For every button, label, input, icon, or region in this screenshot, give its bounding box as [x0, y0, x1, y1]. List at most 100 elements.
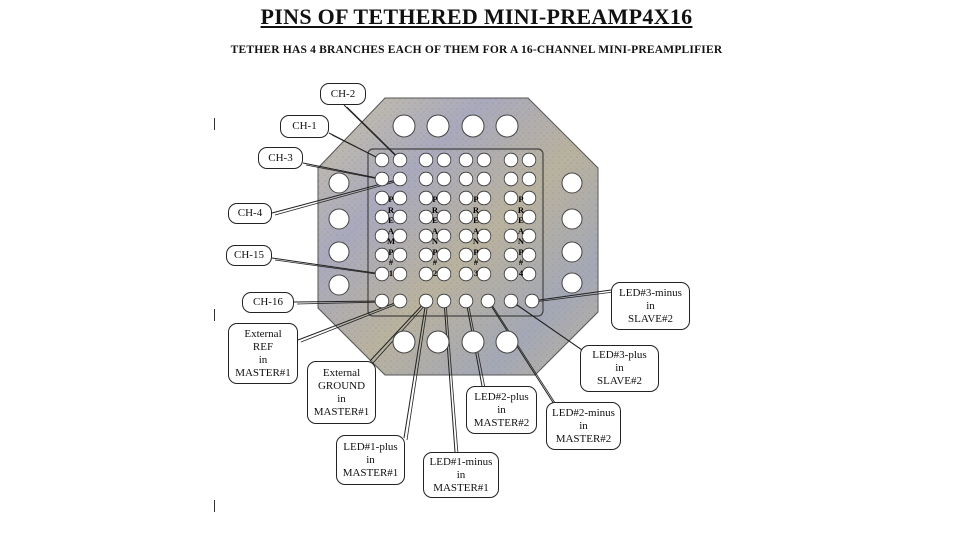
leader-ch-15-b [274, 259, 385, 276]
pin-r4-c8 [521, 209, 537, 225]
pin-r2-c8 [521, 171, 537, 187]
preamp-label-letter: A [517, 225, 525, 236]
mounting-hole-1 [392, 114, 416, 138]
pin-r3-c3 [418, 190, 434, 206]
preamp-label-letter: P [432, 246, 438, 257]
preamp-label-letter: E [473, 215, 479, 225]
mounting-hole-11 [328, 241, 350, 263]
callout-text: SLAVE#2 [596, 375, 643, 387]
mounting-holes [328, 114, 583, 354]
pin-grid [374, 152, 540, 309]
preamp-label-letter: P [473, 246, 479, 257]
pin-bottom-7 [503, 293, 519, 309]
pin-r7-c6 [476, 266, 492, 282]
preamp-label-letter: A [431, 225, 439, 236]
pin-r4-c7 [503, 209, 519, 225]
callout-ch-16: CH-16 [242, 292, 294, 313]
pin-r3-c7 [503, 190, 519, 206]
preamp-label-letter: P [518, 194, 524, 204]
leader-ch-15 [271, 257, 383, 275]
pin-r6-c3 [418, 247, 434, 263]
leader-led2-minus [487, 300, 555, 405]
leader-ch-3 [302, 162, 383, 180]
pin-r1-c1 [374, 152, 390, 168]
pin-r7-c3 [418, 266, 434, 282]
callout-text: in [337, 392, 346, 405]
pin-r7-c4 [436, 266, 452, 282]
leader-ch-3-b [305, 164, 385, 181]
leader-led1-minus-b [445, 301, 459, 455]
pin-r4-c2 [392, 209, 408, 225]
mounting-hole-7 [461, 330, 485, 354]
leader-ext-ref-b [300, 301, 403, 343]
pin-bottom-4 [436, 293, 452, 309]
preamp-label-letter: 4 [518, 267, 524, 278]
preamp-label-letter: P [388, 194, 394, 204]
mounting-hole-3 [461, 114, 485, 138]
preamp-label-letter: # [388, 257, 394, 267]
pin-bottom-3 [418, 293, 434, 309]
pin-r1-c3 [418, 152, 434, 168]
preamp-label-letter: P [432, 194, 438, 204]
callout-ch-2: CH-2 [320, 83, 366, 105]
callout-text: MASTER#2 [555, 432, 612, 445]
leader-led2-minus-b [489, 301, 558, 407]
callout-text: LED#2-plus [474, 390, 529, 403]
pin-bottom-2 [392, 293, 408, 309]
leader-ch-2-b [346, 106, 403, 162]
leader-ch-2 [343, 104, 401, 161]
preamp-label-letter: P [518, 246, 524, 257]
preamp-label-letter: R [472, 204, 480, 215]
pin-r4-c6 [476, 209, 492, 225]
preamp-label-letter: # [473, 257, 479, 267]
mounting-hole-8 [495, 330, 519, 354]
pin-r2-c2 [392, 171, 408, 187]
callout-text: in [456, 468, 466, 481]
pin-r7-c7 [503, 266, 519, 282]
pin-r5-c8 [521, 228, 537, 244]
pin-r2-c1 [374, 171, 390, 187]
pin-r5-c3 [418, 228, 434, 244]
callout-text: REF [252, 340, 274, 353]
callout-text: LED#3-plus [592, 349, 647, 361]
pin-r6-c7 [503, 247, 519, 263]
pin-r7-c8 [521, 266, 537, 282]
callout-text: CH-15 [234, 249, 264, 261]
pin-r6-c2 [392, 247, 408, 263]
preamp-label-letter: 1 [388, 267, 394, 278]
preamp-label-letter: E [388, 215, 394, 225]
pin-r6-c8 [521, 247, 537, 263]
mounting-hole-4 [495, 114, 519, 138]
callout-text: SLAVE#2 [627, 312, 674, 325]
callout-text: LED#3-minus [619, 286, 682, 299]
pin-bottom-1 [374, 293, 390, 309]
pin-r5-c5 [458, 228, 474, 244]
mounting-hole-5 [392, 330, 416, 354]
pin-r1-c5 [458, 152, 474, 168]
pin-r4-c1 [374, 209, 390, 225]
pin-r7-c2 [392, 266, 408, 282]
pin-r5-c4 [436, 228, 452, 244]
margin-mark [214, 118, 215, 130]
preamp-label-letter: N [472, 236, 480, 246]
preamp-label-letter: 3 [473, 267, 479, 278]
pin-bottom-8 [524, 293, 540, 309]
preamp-label-letter: N [431, 236, 439, 246]
mounting-hole-16 [561, 272, 583, 294]
callout-text: CH-3 [268, 151, 293, 164]
preamp-label-letter: P [388, 246, 394, 257]
callout-text: MASTER#1 [433, 481, 489, 494]
leader-led3-plus-b [512, 301, 586, 353]
preamp-label-letter: R [517, 204, 525, 215]
pin-r2-c5 [458, 171, 474, 187]
callout-text: MASTER#1 [235, 366, 291, 379]
pin-r2-c7 [503, 171, 519, 187]
pin-r6-c1 [374, 247, 390, 263]
